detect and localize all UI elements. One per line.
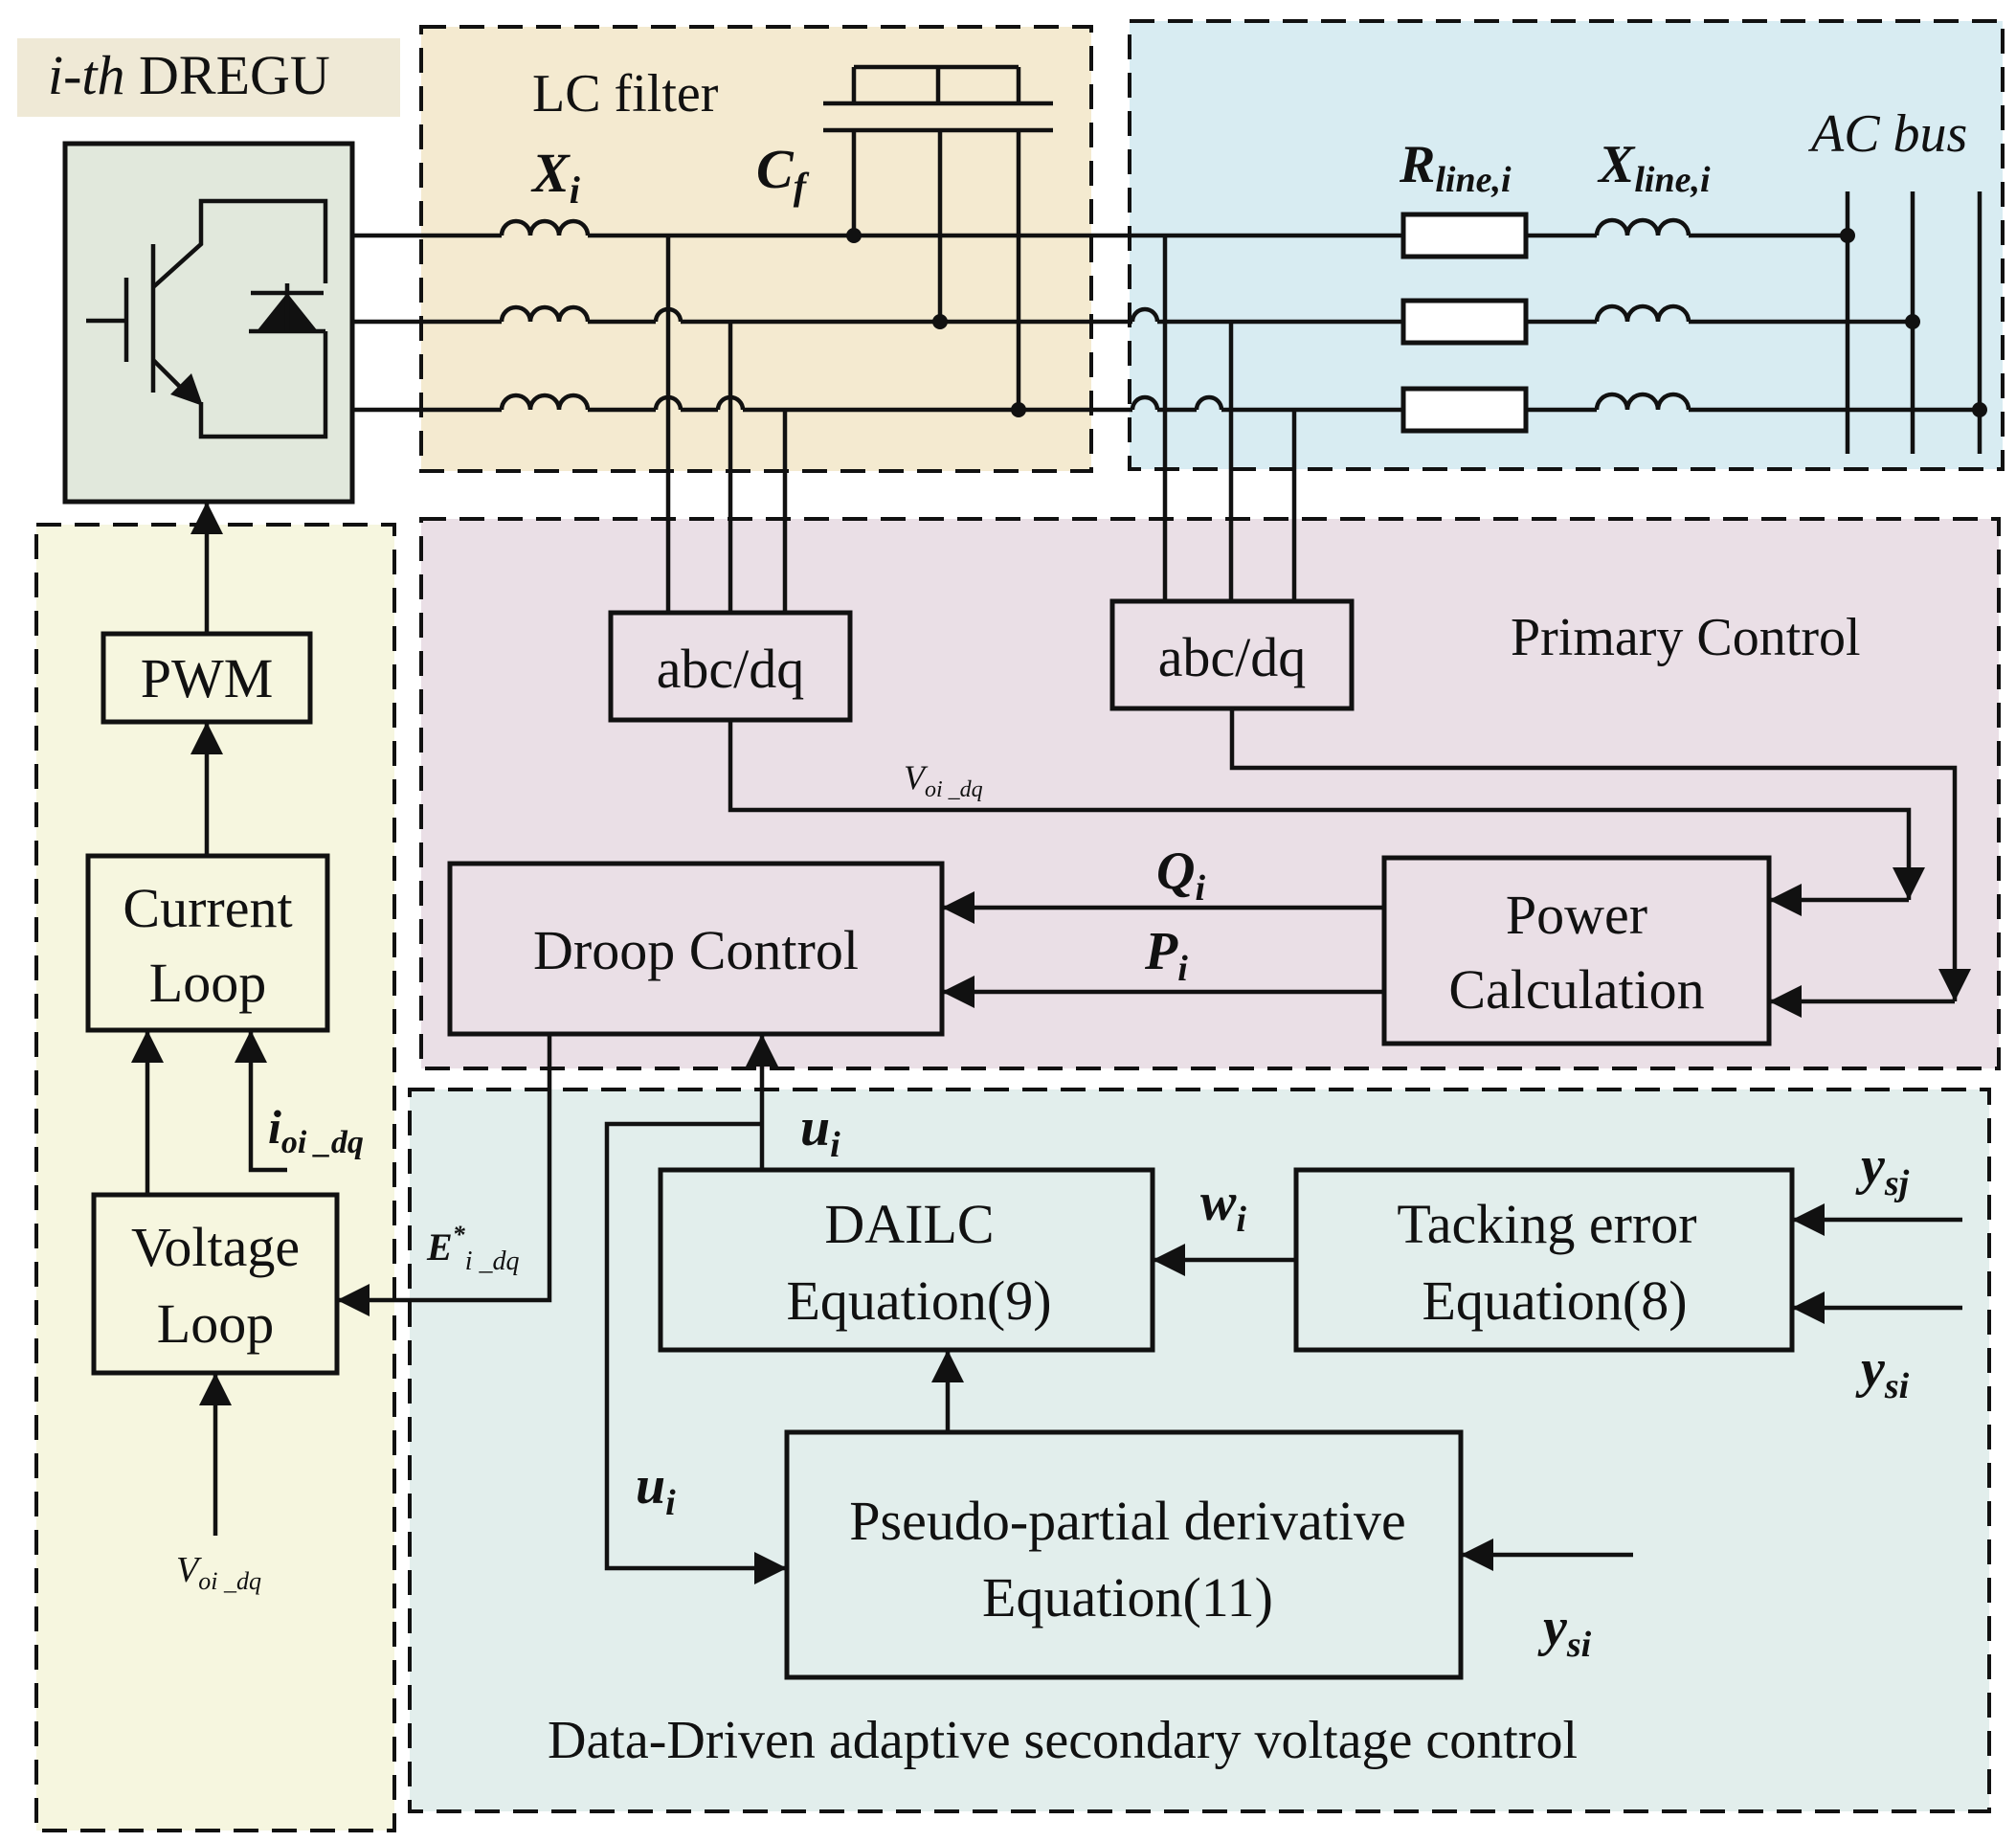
wi-label: wi [1200,1173,1246,1240]
voi-dq-label-bottom: Voi _dq [176,1550,261,1595]
current-loop-block: Current Loop [85,853,330,1033]
estar-label: E*i _dq [426,1221,519,1276]
voi-dq-label-top: Voi _dq [904,758,983,802]
abc-dq-block-2: abc/dq [1109,598,1355,711]
dailc-block: DAILC Equation(9) [658,1167,1155,1353]
svg-text:PWM: PWM [141,647,274,709]
power-calculation-block: Power Calculation [1381,855,1772,1046]
ysj-label: ysj [1855,1136,1910,1203]
ui-label-left: ui [636,1456,676,1523]
rline-label: Rline,i [1399,135,1512,200]
svg-text:abc/dq: abc/dq [657,638,805,700]
cf-label: Cf [756,138,810,208]
ac-bus-region [1128,19,2005,471]
inverter-block [62,141,355,505]
pwm-block: PWM [101,631,313,725]
voltage-loop-block: Voltage Loop [91,1192,340,1376]
svg-text:Calculation: Calculation [1448,958,1704,1021]
lc-filter-region [419,25,1093,473]
svg-text:Power: Power [1506,884,1647,946]
ac-bus-label: AC bus [1807,104,1967,164]
power-lines [352,217,1980,413]
secondary-control-label: Data-Driven adaptive secondary voltage c… [548,1711,1578,1770]
xline-label: Xline,i [1597,135,1711,200]
inner-loop-wires [131,502,552,1536]
primary-control-label: Primary Control [1511,608,1861,667]
igbt-emitter-arrow [170,373,203,406]
tracking-error-block: Tacking error Equation(8) [1293,1167,1795,1353]
svg-text:Equation(9): Equation(9) [786,1269,1051,1332]
pi-label: Pi [1144,922,1188,989]
svg-text:Equation(8): Equation(8) [1422,1269,1687,1332]
qi-label: Qi [1156,842,1205,909]
ysi-label-bottom: ysi [1537,1598,1592,1665]
svg-text:Equation(11): Equation(11) [982,1566,1273,1629]
line-resistors [1400,212,1529,434]
svg-text:abc/dq: abc/dq [1158,626,1307,688]
svg-text:Voltage: Voltage [131,1216,300,1278]
ioi-dq-label: ioi _dq [268,1100,364,1160]
svg-text:Current: Current [123,877,292,939]
svg-text:Loop: Loop [149,952,266,1014]
svg-text:Tacking error: Tacking error [1397,1193,1696,1255]
svg-text:Loop: Loop [157,1292,274,1355]
sensing-taps [665,236,1297,613]
xi-label: Xi [530,142,580,212]
abc-dq-block-1: abc/dq [608,610,853,723]
ysi-label-right: ysi [1855,1339,1910,1406]
primary-control-wires [728,708,1971,1018]
lc-filter-label: LC filter [532,64,719,124]
dregu-title: i-th DREGU [48,44,330,106]
junction-dots [846,228,1987,417]
ppd-block: Pseudo-partial derivative Equation(11) [784,1429,1464,1680]
svg-text:DAILC: DAILC [824,1193,994,1255]
secondary-control-wires [604,1034,1962,1584]
ui-label-top: ui [800,1098,840,1165]
header-background [17,38,400,117]
droop-control-block: Droop Control [447,861,945,1037]
svg-text:Pseudo-partial derivative: Pseudo-partial derivative [849,1490,1405,1552]
svg-text:Droop Control: Droop Control [533,919,859,981]
filter-capacitor [823,64,1053,410]
